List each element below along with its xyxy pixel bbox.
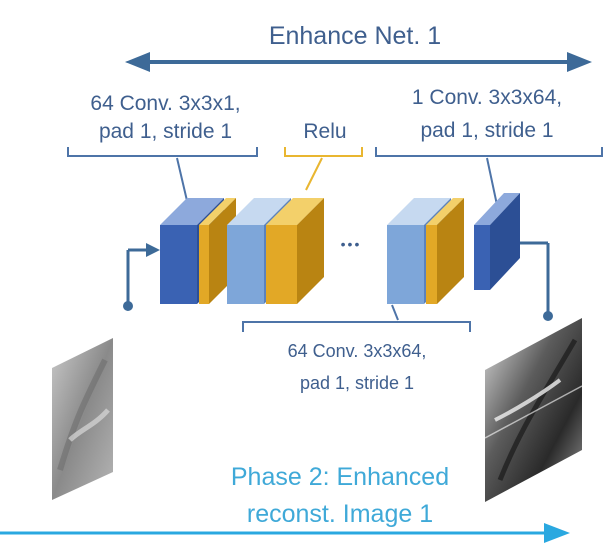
enhance-net-span-arrow	[125, 52, 592, 72]
output-image	[484, 318, 583, 502]
middle-conv-leader	[391, 304, 399, 321]
relu-block-2	[266, 198, 324, 304]
phase-arrow	[0, 523, 570, 543]
last-conv-bracket	[375, 147, 603, 157]
first-conv-label-line1: 64 Conv. 3x3x1,	[90, 92, 241, 115]
input-arrow	[123, 243, 160, 311]
relu-block-3	[426, 198, 464, 304]
enhance-net-title: Enhance Net. 1	[268, 22, 442, 50]
phase-label-line2: reconst. Image 1	[246, 500, 434, 528]
output-arrow	[520, 241, 553, 321]
last-conv-leader	[486, 157, 498, 206]
first-conv-bracket	[67, 147, 258, 157]
relu-leader	[305, 157, 323, 191]
relu-label: Relu	[303, 120, 347, 143]
phase-label-line1: Phase 2: Enhanced	[230, 463, 450, 491]
last-conv-label-line1: 1 Conv. 3x3x64,	[411, 86, 563, 109]
last-conv-label-line2: pad 1, stride 1	[420, 119, 554, 142]
middle-conv-label-line2: pad 1, stride 1	[299, 373, 415, 393]
relu-bracket	[284, 147, 363, 157]
middle-conv-bracket	[242, 321, 471, 332]
first-conv-label-line2: pad 1, stride 1	[98, 120, 233, 143]
first-conv-leader	[176, 157, 189, 206]
ellipsis-dots: •••	[340, 236, 362, 252]
conv-block-4	[474, 193, 520, 290]
input-image	[52, 338, 113, 500]
middle-conv-label-line1: 64 Conv. 3x3x64,	[287, 341, 427, 361]
